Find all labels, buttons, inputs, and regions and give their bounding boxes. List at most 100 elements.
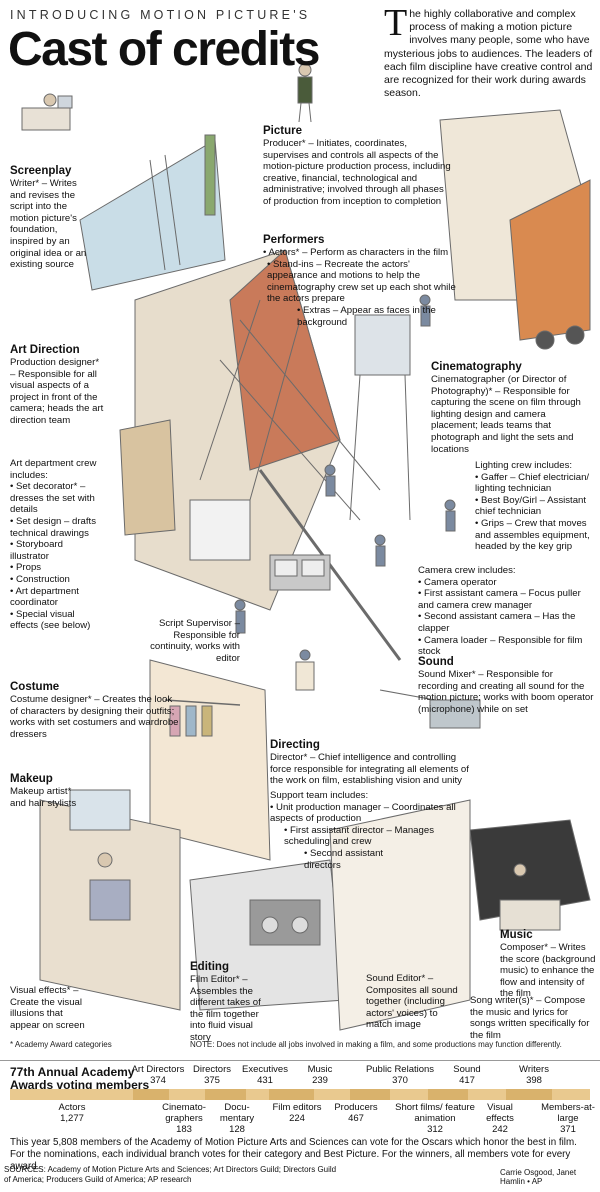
list-item: • Second assistant directors xyxy=(304,847,384,871)
music-block: Music Composer* – Writes the score (back… xyxy=(500,928,596,1000)
intro-text: he highly collaborative and complex proc… xyxy=(384,8,593,100)
costume-room-icon xyxy=(149,659,271,861)
writer-desk-icon xyxy=(21,93,73,131)
votes-title: 77th Annual Academy Awards voting member… xyxy=(10,1066,149,1092)
footer-text: This year 5,808 members of the Academy o… xyxy=(10,1137,577,1172)
makeup-room-icon xyxy=(39,789,181,1011)
art-direction-text: Production designer* – Responsible for a… xyxy=(10,357,104,426)
academy-note: * Academy Award categories xyxy=(10,1040,112,1049)
camera-list: • Camera operator • First assistant came… xyxy=(418,577,596,658)
bar-segment xyxy=(314,1089,350,1100)
bar-segment xyxy=(468,1089,506,1100)
music-songwriter-text: Song writer(s)* – Compose the music and … xyxy=(470,995,590,1041)
picture-text: Producer* – Initiates, coordinates, supe… xyxy=(263,138,451,207)
list-item: • Actors* – Perform as characters in the… xyxy=(263,247,449,258)
bar-segment xyxy=(390,1089,428,1100)
film-set-illustration xyxy=(21,63,591,1031)
sources: SOURCES: Academy of Motion Picture Arts … xyxy=(4,1165,337,1184)
sound-cart-icon xyxy=(379,689,481,729)
sound-text: Sound Mixer* – Responsible for recording… xyxy=(418,669,594,715)
list-item: • Unit production manager – Coordinates … xyxy=(270,801,456,825)
lighting-intro: Lighting crew includes: xyxy=(475,460,573,471)
cinematography-text: Cinematographer (or Director of Photogra… xyxy=(431,374,581,455)
list-item: • First assistant camera – Focus puller … xyxy=(418,588,581,611)
list-item: • Special visual effects (see below) xyxy=(10,608,91,632)
sound-editor-text: Sound Editor* – Composites all sound tog… xyxy=(366,973,458,1031)
list-item: • Grips – Crew that moves and assembles … xyxy=(475,517,590,553)
sound-title: Sound xyxy=(418,656,454,668)
makeup-text: Makeup artist* and hair stylists xyxy=(10,786,77,809)
bar-segment xyxy=(428,1089,468,1100)
support-block: Support team includes: • Unit production… xyxy=(270,790,460,871)
editing-text: Film Editor* – Assembles the different t… xyxy=(190,974,261,1043)
sound-block: Sound Sound Mixer* – Responsible for rec… xyxy=(418,655,594,715)
screenplay-block: Screenplay Writer* – Writes and revises … xyxy=(10,164,92,271)
soundstage-icon xyxy=(119,249,381,611)
directing-block: Directing Director* – Chief intelligence… xyxy=(270,738,470,787)
directing-text: Director* – Chief intelligence and contr… xyxy=(270,752,469,787)
producer-figure-icon xyxy=(297,63,313,123)
art-direction-title: Art Direction xyxy=(10,344,80,356)
bar-segment xyxy=(246,1089,269,1100)
list-item: • Best Boy/Girl – Assistant chief techni… xyxy=(475,494,587,518)
makeup-title: Makeup xyxy=(10,773,53,785)
visual-effects-text: Visual effects* – Create the visual illu… xyxy=(10,985,85,1031)
support-intro: Support team includes: xyxy=(270,790,369,801)
list-item: • Storyboard illustrator xyxy=(10,539,63,562)
makeup-block: Makeup Makeup artist* and hair stylists xyxy=(10,772,82,809)
editing-title: Editing xyxy=(190,961,229,973)
backdrop-set-icon xyxy=(79,134,226,291)
picture-title: Picture xyxy=(263,125,302,137)
list-item: • Set decorator* – dresses the set with … xyxy=(10,481,95,516)
list-item: • Props xyxy=(10,562,42,574)
monitor-cart-icon xyxy=(269,554,331,591)
bar-segment xyxy=(552,1089,590,1100)
list-item: • Art department coordinator xyxy=(10,585,79,609)
bar-segment xyxy=(506,1089,552,1100)
art-crew-list: • Set decorator* – dresses the set with … xyxy=(10,481,102,632)
list-item: • Second assistant camera – Has the clap… xyxy=(418,611,576,634)
music-text: Composer* – Writes the score (background… xyxy=(500,942,596,1000)
disclaimer-note: NOTE: Does not include all jobs involved… xyxy=(190,1040,562,1049)
directing-title: Directing xyxy=(270,739,320,751)
list-item: • First assistant director – Manages sch… xyxy=(284,824,434,848)
lighting-list: • Gaffer – Chief electrician/ lighting t… xyxy=(475,472,595,553)
art-crew-block: Art department crew includes: • Set deco… xyxy=(10,458,102,632)
bar-segment xyxy=(169,1089,205,1100)
list-item: • Camera loader – Responsible for film s… xyxy=(418,634,583,658)
bar-segment xyxy=(205,1089,246,1100)
bar-segment xyxy=(133,1089,169,1100)
divider xyxy=(0,1060,600,1061)
picture-block: Picture Producer* – Initiates, coordinat… xyxy=(263,124,453,208)
kicker: INTRODUCING MOTION PICTURE'S xyxy=(10,8,311,22)
credit: Carrie Osgood, Janet Hamlin • AP xyxy=(500,1168,577,1186)
page-title: Cast of credits xyxy=(8,23,320,76)
costume-title: Costume xyxy=(10,681,60,693)
art-direction-block: Art Direction Production designer* – Res… xyxy=(10,343,106,427)
costume-block: Costume Costume designer* – Creates the … xyxy=(10,680,180,740)
screenplay-title: Screenplay xyxy=(10,165,72,177)
votes-title-line2: Awards voting members xyxy=(10,1078,150,1092)
votes-title-line1: 77th Annual Academy xyxy=(10,1065,135,1079)
performers-list: • Actors* – Perform as characters in the… xyxy=(263,247,463,328)
support-list: • Unit production manager – Coordinates … xyxy=(270,802,460,872)
art-crew-intro: Art department crew includes: xyxy=(10,458,97,481)
building-truck-icon xyxy=(439,109,591,350)
music-title: Music xyxy=(500,929,533,941)
performers-block: Performers • Actors* – Perform as charac… xyxy=(263,233,463,328)
bar-segment xyxy=(269,1089,314,1100)
